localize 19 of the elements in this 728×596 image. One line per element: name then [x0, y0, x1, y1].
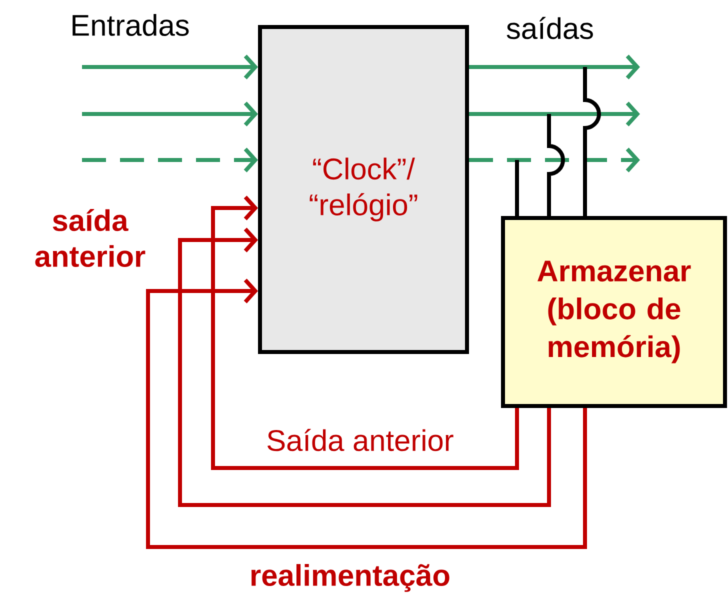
arrow — [82, 148, 258, 172]
arrow — [211, 196, 519, 470]
signal-label: saída anterior — [35, 208, 146, 268]
signal-label: saídas — [506, 16, 593, 40]
signal-label: realimentação — [251, 564, 450, 592]
arrow — [469, 148, 640, 172]
arrow — [82, 102, 258, 126]
connection-line — [515, 160, 519, 216]
signal-label: Saída anterior — [268, 428, 454, 452]
process-box: “Clock”/ “relógio” — [258, 25, 469, 354]
signal-label: Entradas — [72, 14, 189, 36]
connection-line — [547, 114, 565, 216]
arrow — [82, 54, 258, 80]
memory-box: Armazenar (bloco de memória) — [501, 216, 727, 408]
arrow — [146, 278, 587, 549]
arrow — [469, 54, 640, 80]
arrow — [178, 228, 551, 507]
arrow — [469, 102, 640, 126]
connection-line — [583, 67, 601, 216]
